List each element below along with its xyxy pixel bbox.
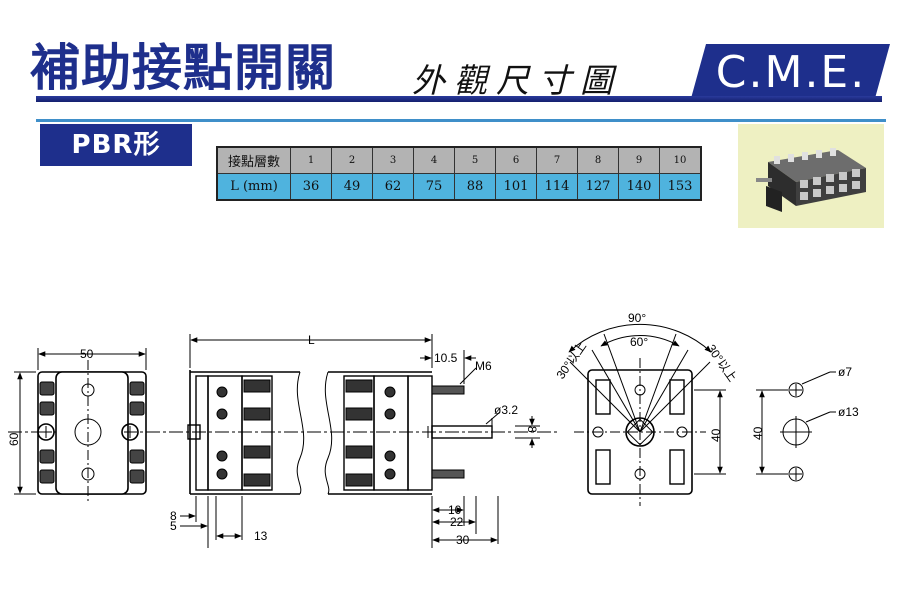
end-view — [568, 323, 726, 506]
section-divider — [36, 119, 886, 122]
table-cell: 127 — [577, 173, 619, 201]
table-row-length: L (mm) 36 49 62 75 88 101 114 127 140 15… — [216, 173, 702, 201]
table-cell: 9 — [618, 146, 660, 174]
table-cell: 1 — [290, 146, 332, 174]
dim-shaft-dia: ø3.2 — [494, 403, 518, 417]
table-cell: 6 — [495, 146, 537, 174]
model-badge: PBR形 — [40, 124, 192, 166]
brand-logo: C.M.E. — [715, 47, 867, 98]
table-cell: 8 — [577, 146, 619, 174]
dim-end-40: 40 — [709, 428, 723, 442]
logo-background — [690, 44, 890, 102]
table-cell: 140 — [618, 173, 660, 201]
dim-height: 60 — [7, 432, 21, 446]
table-cell: 4 — [413, 146, 455, 174]
dim-30: 30 — [456, 533, 470, 547]
table-cell: 88 — [454, 173, 496, 201]
table-row-layers: 接點層數 1 2 3 4 5 6 7 8 9 10 — [216, 146, 702, 174]
table-cell: 3 — [372, 146, 414, 174]
side-view — [180, 334, 540, 548]
hole-large-label: ø13 — [838, 405, 859, 419]
hole-pattern — [756, 371, 836, 482]
hole-small-label: ø7 — [838, 365, 852, 379]
dim-10-5: 10.5 — [434, 351, 458, 365]
table-cell: 153 — [659, 173, 702, 201]
row-label-layers: 接點層數 — [216, 146, 291, 174]
dim-22: 22 — [450, 515, 464, 529]
dim-shaft-8: 8 — [525, 426, 539, 433]
switch-illustration — [756, 148, 866, 212]
header-divider — [36, 96, 882, 102]
product-photo — [738, 124, 884, 228]
table-cell: 2 — [331, 146, 373, 174]
table-cell: 5 — [454, 146, 496, 174]
page-subtitle: 外觀尺寸圖 — [412, 61, 622, 100]
technical-drawing: 50 60 8 5 L 10.5 M6 ø3.2 8 13 10 22 30 9… — [7, 311, 859, 548]
table-cell: 7 — [536, 146, 578, 174]
table-cell: 36 — [290, 173, 332, 201]
angle-60: 60° — [630, 335, 648, 349]
front-view — [14, 348, 147, 504]
angle-90: 90° — [628, 311, 646, 325]
dim-thread: M6 — [475, 359, 492, 373]
dimension-table: 接點層數 1 2 3 4 5 6 7 8 9 10 L (mm) 36 49 6… — [216, 146, 702, 201]
table-cell: 75 — [413, 173, 455, 201]
dim-length: L — [308, 333, 315, 347]
table-cell: 114 — [536, 173, 578, 201]
row-label-length: L (mm) — [216, 173, 291, 201]
dim-10: 10 — [448, 503, 462, 517]
table-cell: 62 — [372, 173, 414, 201]
dim-8: 8 — [170, 509, 177, 523]
table-cell: 10 — [659, 146, 702, 174]
hole-pitch-label: 40 — [751, 426, 765, 440]
page-title: 補助接點開關 — [30, 38, 336, 97]
dim-5: 5 — [170, 519, 177, 533]
dim-width: 50 — [80, 347, 94, 361]
table-cell: 101 — [495, 173, 537, 201]
dim-13: 13 — [254, 529, 268, 543]
table-cell: 49 — [331, 173, 373, 201]
